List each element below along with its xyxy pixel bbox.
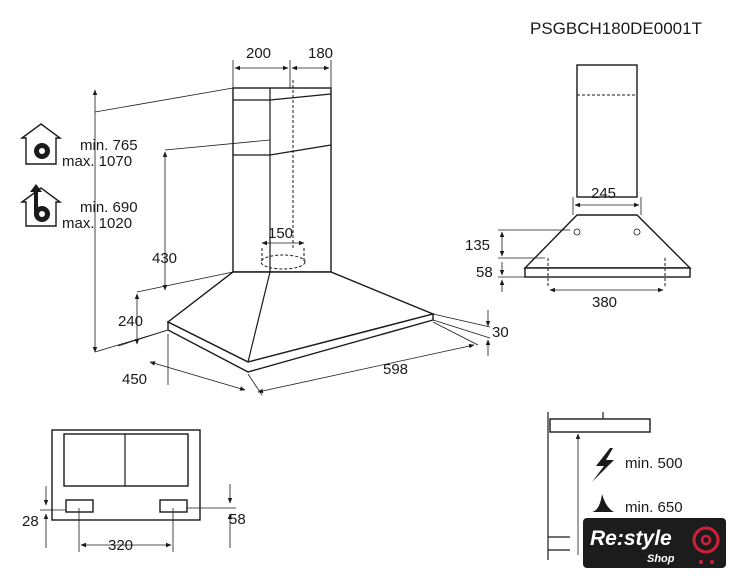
main-dimensions: 200 180 150 430 240 450 598 30 <box>92 45 509 396</box>
height-range-min-1: min. 765 <box>80 137 138 154</box>
dim-width: 598 <box>383 361 408 378</box>
logo-brand: Re:style <box>590 527 672 550</box>
extraction-house-icon <box>19 184 63 227</box>
dim-side-58: 58 <box>476 264 493 281</box>
clearance-drawing: min. 500 min. 650 <box>547 412 683 560</box>
duct-outlet <box>260 254 306 270</box>
dim-chimney-lower: 430 <box>152 250 177 267</box>
restyle-shop-logo: Re:style Shop <box>583 518 726 568</box>
bottom-view-drawing: 28 58 320 <box>22 429 246 554</box>
side-view-drawing: 245 135 58 380 <box>465 64 692 311</box>
dim-side-bottom: 380 <box>592 294 617 311</box>
dim-hood-height: 240 <box>118 313 143 330</box>
electric-hob-icon <box>592 448 614 482</box>
dim-chimney-width: 200 <box>246 45 271 62</box>
chimney <box>232 87 332 273</box>
gas-hob-icon <box>592 494 614 512</box>
dim-bottom-right: 58 <box>229 511 246 528</box>
logo-sub: Shop <box>647 553 675 565</box>
dim-chimney-depth: 180 <box>308 45 333 62</box>
dim-bottom-spacing: 320 <box>108 537 133 554</box>
clearance-gas: min. 650 <box>625 499 683 516</box>
dim-depth: 450 <box>122 371 147 388</box>
height-range-max-2: max. 1020 <box>62 215 132 232</box>
clearance-electric: min. 500 <box>625 455 683 472</box>
main-hood-drawing <box>166 80 436 373</box>
dim-duct: 150 <box>268 225 293 242</box>
model-code: PSGBCH180DE0001T <box>530 19 702 38</box>
dim-bottom-left: 28 <box>22 513 39 530</box>
height-range-max-1: max. 1070 <box>62 153 132 170</box>
dim-side-135: 135 <box>465 237 490 254</box>
height-range-min-2: min. 690 <box>80 199 138 216</box>
recirculation-house-icon <box>19 123 63 165</box>
dim-side-top: 245 <box>591 185 616 202</box>
dim-thickness: 30 <box>492 324 509 341</box>
